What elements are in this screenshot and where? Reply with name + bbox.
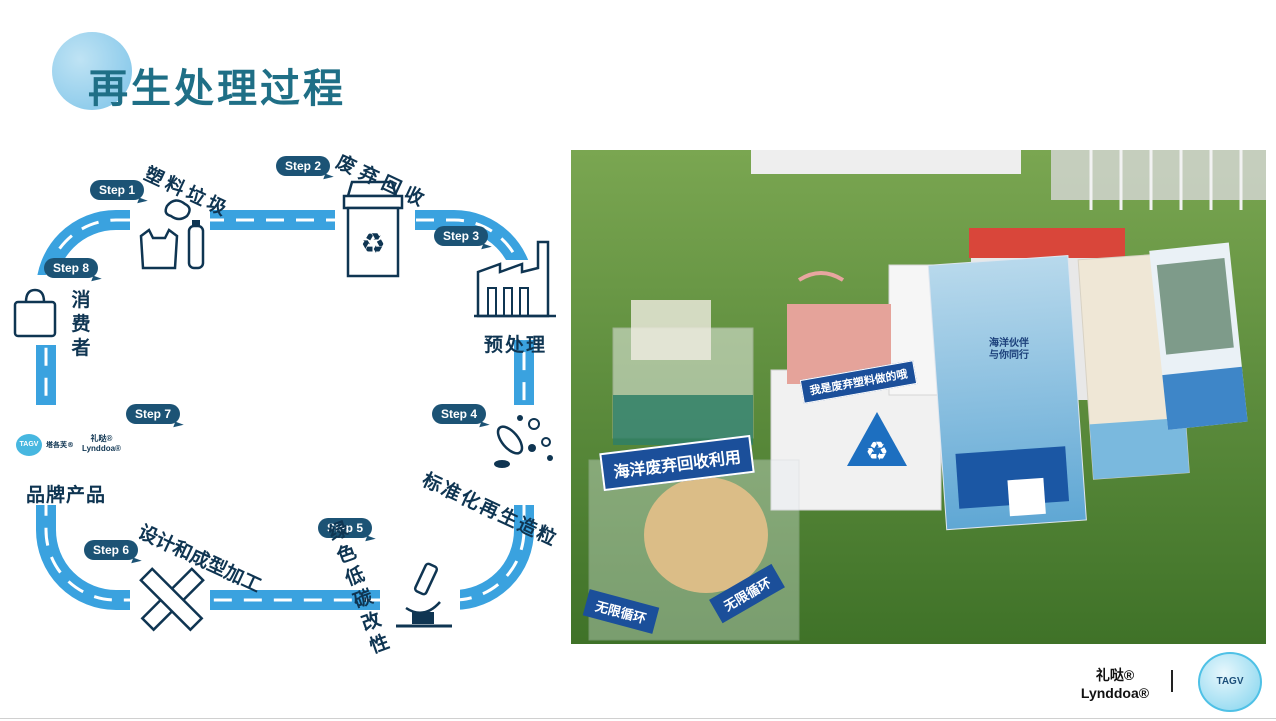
label-pretreatment: 预处理	[484, 334, 548, 356]
poster-title: 海洋伙伴与你同行	[989, 338, 1029, 361]
exhibit-photo: ♻ 海洋废弃回收利用 我是废弃塑料做的哦 无限循环 无限循环 海洋伙伴与你同行	[571, 150, 1266, 644]
footer-separator	[1171, 670, 1173, 692]
road-loop	[0, 200, 560, 620]
footer-brand: 礼哒® Lynddoa®	[1080, 667, 1150, 701]
microscope-icon	[396, 562, 452, 628]
label-consumer: 消 费 者	[71, 289, 91, 359]
tagv-logo: TAGV	[16, 434, 42, 456]
lynddoa-logo: 礼哒® Lynddoa®	[82, 434, 121, 453]
step-7-badge: Step 7	[126, 404, 181, 424]
title-decoration	[52, 32, 132, 110]
svg-text:♻: ♻	[865, 437, 888, 467]
step-2-badge: Step 2	[276, 156, 331, 176]
bottom-divider	[0, 718, 1276, 719]
step-1-badge: Step 1	[90, 180, 145, 200]
step-3-badge: Step 3	[434, 226, 489, 246]
shopping-bag-icon	[13, 288, 57, 338]
svg-text:♻: ♻	[360, 227, 385, 260]
tagv-cn-text: 塔各芙®	[46, 441, 74, 449]
pellets-icon	[494, 415, 553, 468]
photo-scene: ♻	[571, 150, 1266, 644]
factory-icon	[474, 240, 556, 318]
step-8-badge: Step 8	[44, 258, 99, 278]
label-brand-product: 品牌产品	[26, 484, 107, 506]
step-6-badge: Step 6	[84, 540, 139, 560]
page-title: 再生处理过程	[88, 66, 346, 112]
process-diagram: ♻ Step 1 Step 2 Step 3 Step 4 Step 5 Ste…	[0, 120, 575, 658]
plastic-waste-icon	[139, 199, 205, 270]
step-4-badge: Step 4	[432, 404, 487, 424]
step-5-badge: Step 5	[318, 518, 373, 538]
recycle-bin-icon: ♻	[342, 180, 404, 278]
design-tools-icon	[139, 567, 205, 632]
footer-tagv-logo: TAGV	[1198, 652, 1262, 712]
